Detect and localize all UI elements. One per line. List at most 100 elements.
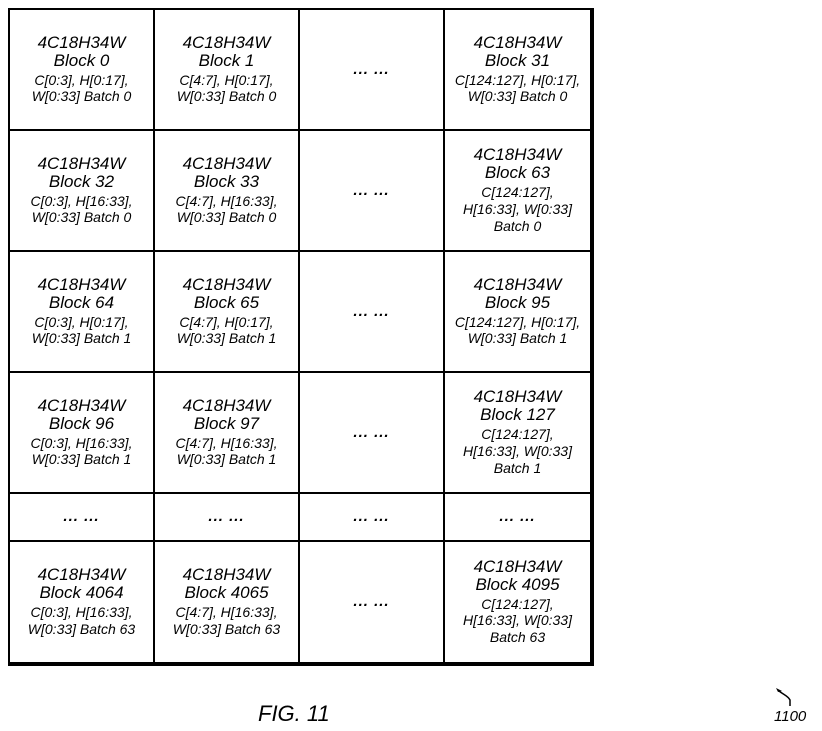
- block-range-line: Batch 1: [493, 459, 542, 476]
- block-index-label: Block 33: [193, 171, 260, 191]
- block-range-line: Batch 0: [493, 217, 542, 234]
- block-format-label: 4C18H34W: [473, 274, 562, 294]
- ellipsis-text: ... ...: [353, 593, 390, 611]
- block-format-label: 4C18H34W: [37, 274, 126, 294]
- ellipsis-cell: ... ...: [300, 542, 445, 662]
- block-range: C[4:7], H[16:33],W[0:33] Batch 63: [173, 604, 280, 638]
- block-range: C[4:7], H[16:33],W[0:33] Batch 1: [176, 435, 278, 469]
- block-range: C[0:3], H[16:33],W[0:33] Batch 63: [28, 604, 135, 638]
- ellipsis-text: ... ...: [208, 508, 245, 526]
- ellipsis-text: ... ...: [353, 60, 390, 78]
- ellipsis-text: ... ...: [353, 423, 390, 441]
- ellipsis-cell: ... ...: [155, 494, 300, 542]
- block-range: C[4:7], H[16:33],W[0:33] Batch 0: [176, 193, 278, 227]
- ellipsis-text: ... ...: [353, 508, 390, 526]
- block-range-line: C[124:127], H[0:17],: [454, 71, 581, 88]
- block-range-line: W[0:33] Batch 1: [467, 330, 568, 347]
- block-range-line: W[0:33] Batch 1: [176, 451, 277, 468]
- block-index-label: Block 127: [480, 405, 555, 425]
- figure-label: FIG. 11: [258, 701, 330, 726]
- block-range-line: H[16:33], W[0:33]: [463, 200, 572, 217]
- block-format-label: 4C18H34W: [182, 274, 271, 294]
- block-index-label: Block 63: [484, 163, 551, 183]
- ellipsis-cell: ... ...: [300, 252, 445, 373]
- block-index-label: Block 31: [484, 50, 551, 70]
- block-index-label: Block 95: [484, 292, 551, 312]
- block-range-line: C[4:7], H[0:17],: [179, 313, 274, 330]
- block-range: C[0:3], H[0:17],W[0:33] Batch 1: [32, 314, 132, 348]
- block-format-label: 4C18H34W: [37, 153, 126, 173]
- block-range-line: W[0:33] Batch 1: [31, 330, 132, 347]
- block-format-label: 4C18H34W: [37, 565, 126, 585]
- block-range-line: W[0:33] Batch 1: [31, 451, 132, 468]
- block-range-line: W[0:33] Batch 63: [27, 620, 136, 637]
- ellipsis-cell: ... ...: [10, 494, 155, 542]
- ellipsis-text: ... ...: [63, 508, 100, 526]
- block-index-label: Block 4065: [184, 583, 269, 603]
- block-index-label: Block 4095: [475, 574, 560, 594]
- block-format-label: 4C18H34W: [182, 395, 271, 415]
- block-range-line: C[124:127],: [481, 184, 554, 201]
- block-range-line: C[0:3], H[0:17],: [34, 71, 129, 88]
- block-range: C[124:127],H[16:33], W[0:33]Batch 63: [463, 596, 572, 646]
- block-range: C[0:3], H[16:33],W[0:33] Batch 1: [31, 435, 133, 469]
- block-format-label: 4C18H34W: [473, 32, 562, 52]
- block-format-label: 4C18H34W: [37, 32, 126, 52]
- reference-arrow-icon: [776, 688, 791, 706]
- block-range-line: H[16:33], W[0:33]: [463, 442, 572, 459]
- block-range-line: C[4:7], H[16:33],: [175, 604, 278, 621]
- block-range-line: W[0:33] Batch 0: [176, 88, 277, 105]
- block-format-label: 4C18H34W: [182, 153, 271, 173]
- block-format-label: 4C18H34W: [182, 32, 271, 52]
- block-range-line: C[0:3], H[16:33],: [30, 434, 133, 451]
- block-range-line: W[0:33] Batch 0: [31, 209, 132, 226]
- block-range: C[124:127], H[0:17],W[0:33] Batch 1: [455, 314, 580, 348]
- ellipsis-text: ... ...: [353, 302, 390, 320]
- block-range-line: C[4:7], H[16:33],: [175, 434, 278, 451]
- block-range: C[124:127], H[0:17],W[0:33] Batch 0: [455, 72, 580, 106]
- ellipsis-cell: ... ...: [300, 131, 445, 252]
- block-range-line: H[16:33], W[0:33]: [463, 612, 572, 629]
- block-index-label: Block 65: [193, 292, 260, 312]
- block-range-line: W[0:33] Batch 1: [176, 330, 277, 347]
- block-format-label: 4C18H34W: [473, 145, 562, 165]
- block-index-label: Block 96: [48, 413, 115, 433]
- block-format-label: 4C18H34W: [473, 387, 562, 407]
- block-range: C[0:3], H[16:33],W[0:33] Batch 0: [31, 193, 133, 227]
- block-range-line: W[0:33] Batch 0: [467, 88, 568, 105]
- block-range-line: C[4:7], H[16:33],: [175, 192, 278, 209]
- block-range-line: C[124:127],: [481, 426, 554, 443]
- block-format-label: 4C18H34W: [473, 556, 562, 576]
- block-index-label: Block 64: [48, 292, 115, 312]
- block-range-line: W[0:33] Batch 0: [31, 88, 132, 105]
- block-range: C[4:7], H[0:17],W[0:33] Batch 1: [177, 314, 277, 348]
- ellipsis-cell: ... ...: [300, 494, 445, 542]
- block-index-label: Block 4064: [39, 583, 124, 603]
- block-range-line: Batch 63: [489, 629, 546, 646]
- reference-number: 1100: [774, 708, 807, 725]
- block-range-line: C[0:3], H[16:33],: [30, 192, 133, 209]
- ellipsis-cell: ... ...: [300, 373, 445, 494]
- ellipsis-cell: ... ...: [300, 10, 445, 131]
- block-range-line: C[4:7], H[0:17],: [179, 71, 274, 88]
- block-range-line: C[0:3], H[0:17],: [34, 313, 129, 330]
- ellipsis-text: ... ...: [499, 508, 536, 526]
- block-range: C[0:3], H[0:17],W[0:33] Batch 0: [32, 72, 132, 106]
- block-format-label: 4C18H34W: [37, 395, 126, 415]
